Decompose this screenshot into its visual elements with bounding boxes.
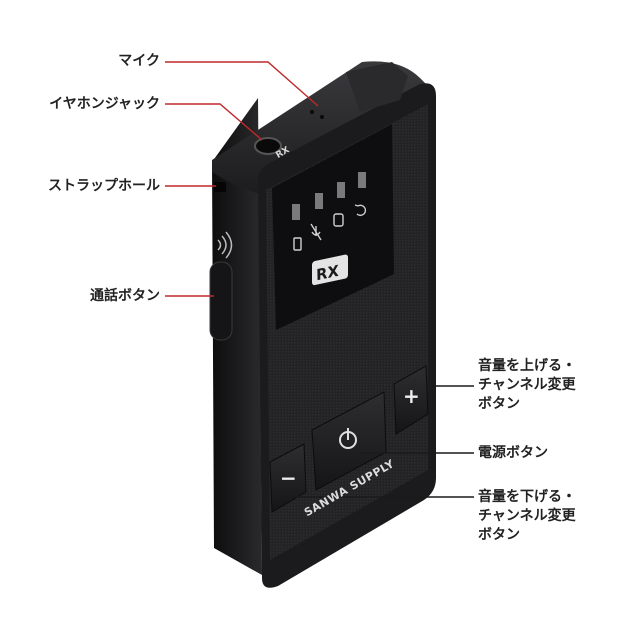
sync-icon bbox=[354, 204, 367, 217]
volume-up-button-shape bbox=[393, 365, 429, 435]
label-strap-hole: ストラップホール bbox=[48, 178, 160, 194]
earphone-jack bbox=[254, 137, 282, 155]
strap-hole bbox=[214, 182, 226, 192]
mic-hole bbox=[320, 115, 324, 119]
top-flap bbox=[346, 62, 408, 112]
led-bar bbox=[358, 172, 366, 188]
talk-button[interactable] bbox=[210, 262, 232, 340]
talk-button-shape bbox=[209, 261, 233, 341]
label-power-button: 電源ボタン bbox=[478, 445, 548, 461]
device-side-face bbox=[212, 98, 262, 575]
sound-waves-icon bbox=[217, 231, 233, 259]
led-bar bbox=[315, 193, 323, 209]
volume-down-button[interactable]: − bbox=[280, 466, 297, 490]
power-button-shape bbox=[311, 391, 387, 491]
mic-mute-icon bbox=[310, 223, 322, 241]
rx-badge bbox=[312, 254, 348, 286]
label-volume-down: 音量を下げる・ チャンネル変更 ボタン bbox=[478, 489, 576, 543]
label-volume-up: 音量を上げる・ チャンネル変更 ボタン bbox=[478, 358, 576, 412]
channel-icon bbox=[333, 213, 344, 227]
led-bar bbox=[292, 204, 300, 220]
label-talk-button: 通話ボタン bbox=[90, 288, 160, 304]
label-earphone-jack: イヤホンジャック bbox=[49, 96, 160, 112]
mic-hole bbox=[310, 110, 314, 114]
battery-icon bbox=[293, 237, 302, 251]
label-mic: マイク bbox=[118, 53, 160, 69]
led-bar bbox=[337, 182, 345, 198]
volume-down-button-shape bbox=[269, 443, 307, 513]
volume-up-button[interactable]: + bbox=[403, 384, 420, 408]
